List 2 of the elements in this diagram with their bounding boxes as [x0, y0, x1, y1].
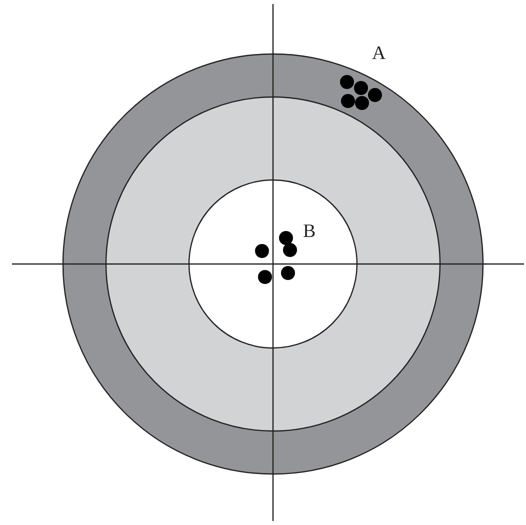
cluster-label: A	[372, 44, 386, 63]
cluster-label: B	[303, 222, 316, 241]
